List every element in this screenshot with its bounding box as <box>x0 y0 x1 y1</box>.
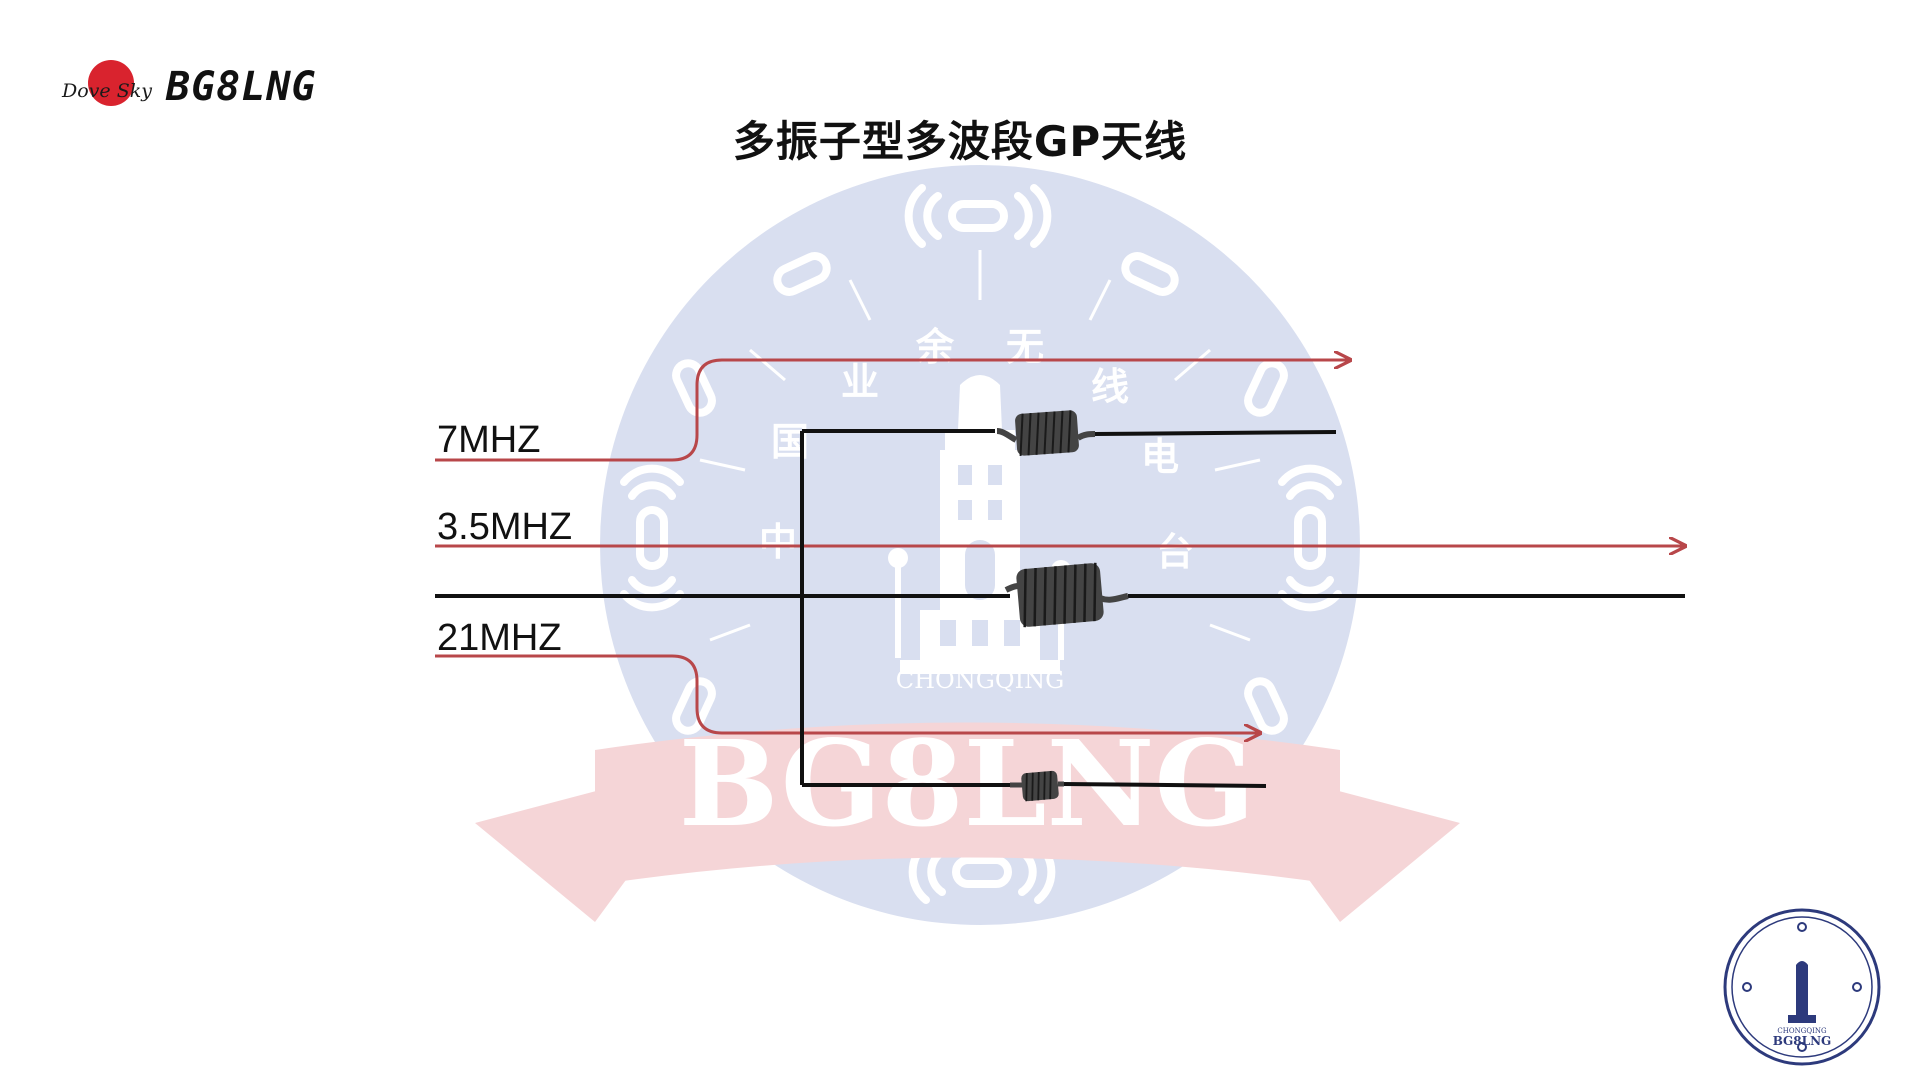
radiator-21mhz <box>435 654 1260 733</box>
watermark-radio-icons <box>620 184 1342 904</box>
seal-antenna-icon <box>1742 982 1752 992</box>
ring-char: 余 <box>915 325 955 369</box>
page-title: 多振子型多波段GP天线 <box>732 117 1188 166</box>
seal-antenna-icon <box>1852 982 1862 992</box>
radiator-7mhz <box>435 360 1350 462</box>
seal-city: CHONGQING <box>1777 1027 1827 1035</box>
ring-char: 线 <box>1091 365 1129 409</box>
ring-char: 无 <box>1006 325 1044 369</box>
red-sun-icon <box>88 60 134 106</box>
club-seal: CHONGQING BG8LNG <box>1723 908 1881 1066</box>
brand-callsign: BG8LNG <box>166 64 317 110</box>
ring-char: 电 <box>1141 435 1179 479</box>
label-21mhz: 21MHZ <box>437 617 562 659</box>
seal-tower-icon <box>1788 961 1816 1023</box>
label-3-5mhz: 3.5MHZ <box>437 506 572 548</box>
antenna: 7MHZ 3.5MHZ 21MHZ <box>435 360 1685 802</box>
loading-coil-21mhz <box>1009 770 1064 802</box>
watermark-spokes <box>699 250 1261 642</box>
seal-inner-ring <box>1731 916 1873 1058</box>
watermark-tower-windows <box>940 465 1020 646</box>
ring-char: 业 <box>841 360 879 404</box>
watermark-banner <box>595 722 1340 885</box>
ring-char: 台 <box>1156 530 1194 574</box>
brand-logo: Dove Sky BG8LNG <box>58 60 316 120</box>
watermark-ring-text: 国 业 余 无 线 电 台 中 <box>759 325 1194 574</box>
brand-script: Dove Sky <box>62 80 152 102</box>
seal-antenna-icon <box>1797 922 1807 932</box>
element-7mhz-right <box>1094 430 1337 436</box>
watermark-city: CHONGQING <box>896 666 1064 694</box>
label-7mhz: 7MHZ <box>437 419 540 461</box>
seal-callsign: BG8LNG <box>1773 1034 1832 1048</box>
loading-coil-7mhz <box>996 410 1096 456</box>
ring-char: 中 <box>759 520 797 564</box>
loading-coil-3-5mhz <box>1004 562 1129 628</box>
seal-antenna-icon <box>1797 1042 1807 1052</box>
element-21mhz-right <box>1061 782 1267 788</box>
